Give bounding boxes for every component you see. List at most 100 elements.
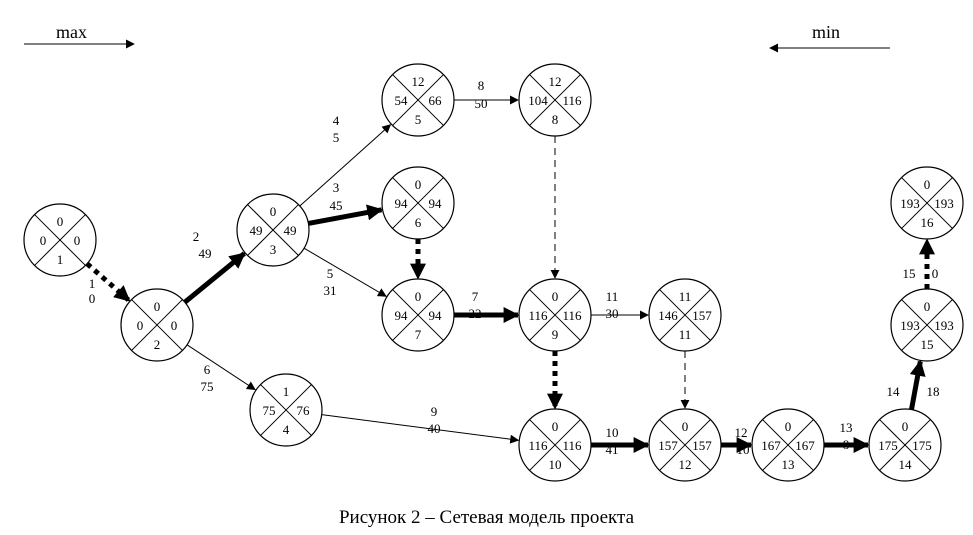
edge-label-3-7: 5 <box>327 266 334 281</box>
sector-divider <box>34 214 86 266</box>
sector-divider <box>879 419 931 471</box>
node-bottom-value: 10 <box>549 457 562 472</box>
node-left-value: 146 <box>658 308 678 323</box>
edge-label-3-5: 4 <box>333 113 340 128</box>
edge-3-6 <box>307 204 384 226</box>
node-bottom-value: 9 <box>552 327 559 342</box>
node-left-value: 193 <box>900 196 920 211</box>
sector-divider <box>247 204 299 256</box>
node-left-value: 94 <box>395 308 409 323</box>
node-right-value: 66 <box>429 93 443 108</box>
sector-divider <box>901 177 953 229</box>
figure-caption: Рисунок 2 – Сетевая модель проекта <box>338 507 635 528</box>
edge-label-14-15: 14 <box>887 384 901 399</box>
sector-divider <box>392 177 444 229</box>
edge-label-15-16: 15 <box>903 266 916 281</box>
node-top-value: 0 <box>415 289 422 304</box>
node-left-value: 75 <box>263 403 276 418</box>
event-node-7: 0 94 94 7 <box>381 278 455 352</box>
node-top-value: 1 <box>283 384 290 399</box>
node-bottom-value: 11 <box>679 327 692 342</box>
edge-label-1-2: 1 <box>89 276 96 291</box>
edge-2-4 <box>186 344 256 391</box>
node-top-value: 0 <box>270 204 277 219</box>
sector-divider <box>901 299 953 351</box>
node-top-value: 0 <box>552 419 559 434</box>
node-right-value: 94 <box>429 196 443 211</box>
node-left-value: 0 <box>137 318 144 333</box>
edge-value-2-3: 49 <box>199 246 212 261</box>
edge-value-3-6: 45 <box>330 198 343 213</box>
node-right-value: 157 <box>692 308 712 323</box>
sector-divider <box>762 419 814 471</box>
node-top-value: 0 <box>785 419 792 434</box>
sector-divider <box>659 419 711 471</box>
node-top-value: 0 <box>154 299 161 314</box>
edge-value-7-9: 22 <box>469 306 482 321</box>
node-top-value: 0 <box>924 299 931 314</box>
node-top-value: 11 <box>679 289 692 304</box>
edge-label-3-6: 3 <box>333 180 340 195</box>
sector-divider <box>392 74 444 126</box>
sector-divider <box>659 289 711 341</box>
edge-label-2-4: 6 <box>204 362 211 377</box>
node-bottom-value: 6 <box>415 215 422 230</box>
node-top-value: 12 <box>412 74 425 89</box>
edge-label-4-10: 9 <box>431 404 438 419</box>
node-left-value: 167 <box>761 438 781 453</box>
edge-3-5 <box>299 124 392 207</box>
node-left-value: 49 <box>250 223 263 238</box>
node-left-value: 157 <box>658 438 678 453</box>
node-top-value: 0 <box>902 419 909 434</box>
edge-value-13-14: 8 <box>843 437 850 452</box>
edge-value-3-5: 5 <box>333 130 340 145</box>
edge-value-2-4: 75 <box>201 379 214 394</box>
node-bottom-value: 5 <box>415 112 422 127</box>
node-left-value: 116 <box>528 438 548 453</box>
edge-value-14-15: 18 <box>927 384 940 399</box>
node-bottom-value: 7 <box>415 327 422 342</box>
edge-value-1-2: 0 <box>89 291 96 306</box>
edge-value-15-16: 0 <box>932 266 939 281</box>
edge-label-12-13: 12 <box>735 425 748 440</box>
node-top-value: 0 <box>924 177 931 192</box>
node-right-value: 94 <box>429 308 443 323</box>
sector-divider <box>260 384 312 436</box>
node-bottom-value: 4 <box>283 422 290 437</box>
node-right-value: 157 <box>692 438 712 453</box>
edge-value-9-11: 30 <box>606 306 619 321</box>
edge-value-12-13: 10 <box>737 442 750 457</box>
edge-label-5-8: 8 <box>478 78 485 93</box>
node-right-value: 116 <box>562 438 582 453</box>
node-right-value: 167 <box>795 438 815 453</box>
node-left-value: 54 <box>395 93 409 108</box>
edge-label-2-3: 2 <box>193 229 200 244</box>
node-top-value: 0 <box>552 289 559 304</box>
node-right-value: 116 <box>562 308 582 323</box>
node-left-value: 116 <box>528 308 548 323</box>
edge-4-10 <box>321 414 520 444</box>
edge-14-15 <box>909 359 926 411</box>
node-right-value: 0 <box>171 318 178 333</box>
node-left-value: 94 <box>395 196 409 211</box>
edge-value-4-10: 40 <box>428 421 441 436</box>
sector-divider <box>529 419 581 471</box>
max-label: max <box>56 22 87 42</box>
node-bottom-value: 2 <box>154 337 161 352</box>
node-bottom-value: 16 <box>921 215 935 230</box>
edge-label-10-12: 10 <box>606 425 619 440</box>
sector-divider <box>131 299 183 351</box>
node-right-value: 76 <box>297 403 311 418</box>
node-bottom-value: 3 <box>270 242 277 257</box>
